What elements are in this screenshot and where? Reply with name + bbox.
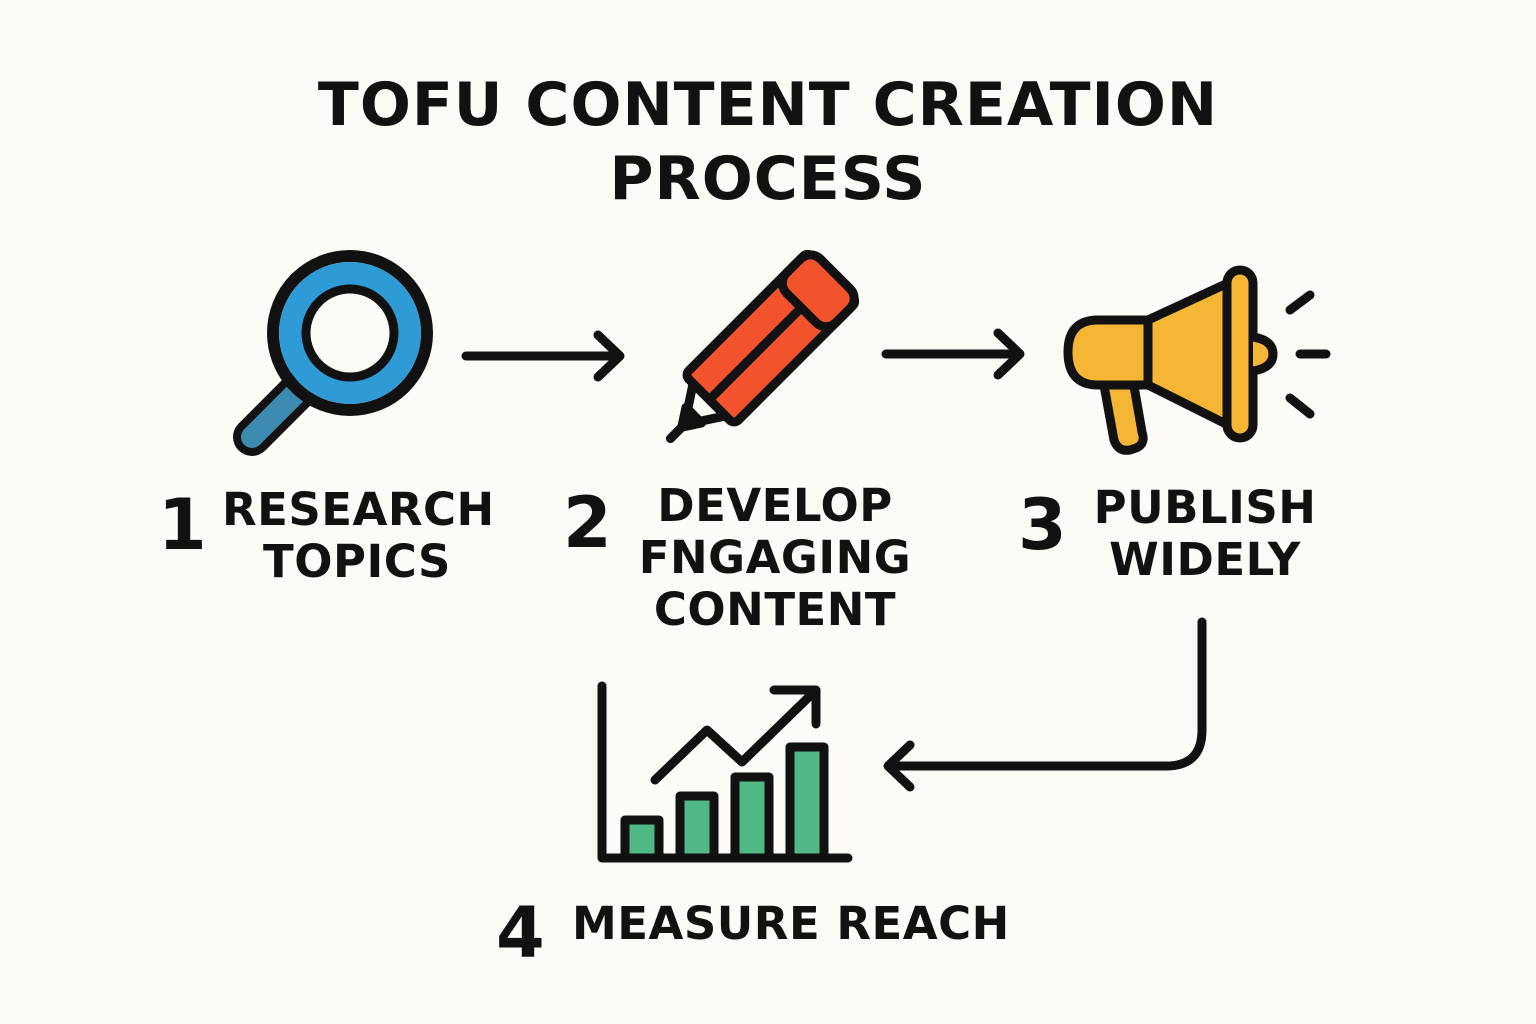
- step-4-label: MEASURE REACH: [572, 898, 1012, 950]
- step-2-label-line-1: DEVELOP: [657, 479, 893, 532]
- magnifying-glass-icon: [233, 250, 433, 456]
- bar-chart-growth-icon: [597, 681, 853, 863]
- step-3-label-line-2: WIDELY: [1109, 533, 1301, 586]
- step-4-number: 4: [496, 892, 545, 974]
- step-3-label-line-1: PUBLISH: [1093, 481, 1317, 534]
- title-line-1: TOFU CONTENT CREATION: [317, 70, 1219, 140]
- step-2-label-line-2: FNGAGING: [638, 531, 912, 584]
- step-4-label-line-1: MEASURE REACH: [572, 897, 1010, 950]
- step-3-label: PUBLISH WIDELY: [1090, 482, 1320, 586]
- step-2-label-line-3: CONTENT: [653, 583, 897, 636]
- step-3-number: 3: [1018, 484, 1067, 566]
- step-1-label-line-1: RESEARCH: [222, 483, 495, 536]
- step-1-label: RESEARCH TOPICS: [222, 483, 495, 588]
- step-1-number: 1: [158, 484, 207, 566]
- megaphone-icon: [1063, 265, 1331, 455]
- step-2-label: DEVELOP FNGAGING CONTENT: [635, 480, 915, 636]
- arrow-step3-to-step4: [883, 617, 1207, 792]
- arrow-step2-to-step3: [881, 328, 1025, 380]
- pencil-icon: [665, 249, 860, 444]
- arrow-step1-to-step2: [461, 330, 625, 382]
- diagram-title: TOFU CONTENT CREATION PROCESS: [0, 68, 1536, 216]
- step-1-label-line-2: TOPICS: [263, 535, 451, 588]
- step-2-number: 2: [563, 482, 612, 564]
- title-line-2: PROCESS: [609, 144, 927, 214]
